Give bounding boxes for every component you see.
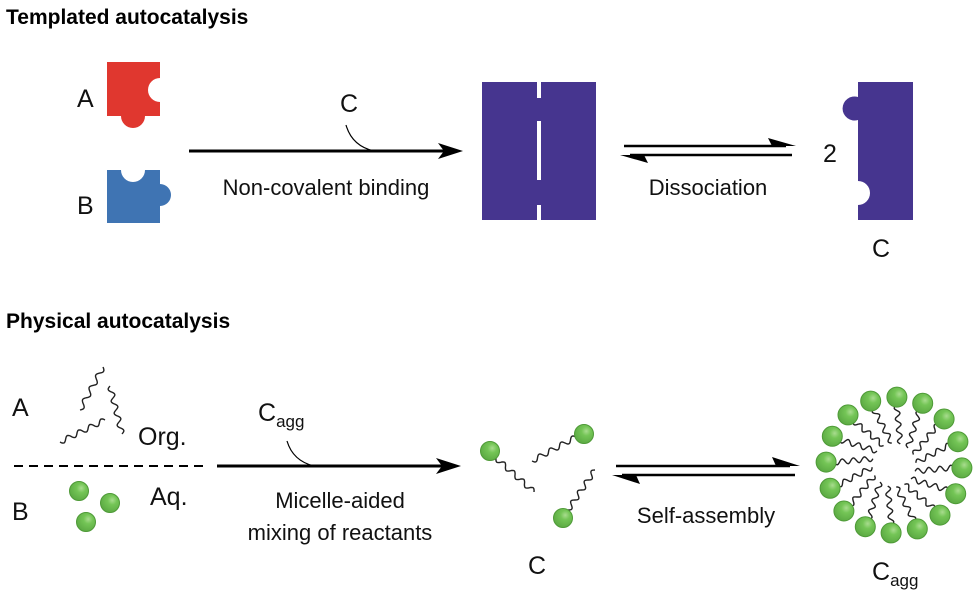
monomer-c-label: C <box>528 552 546 580</box>
micelle-tail-5 <box>915 442 951 463</box>
micelle-head-11 <box>854 516 876 538</box>
micelle-tail-15 <box>838 438 878 454</box>
chain-a3 <box>107 385 125 435</box>
micelle-head-16 <box>837 404 859 426</box>
micelle-head-10 <box>880 522 902 544</box>
self-assembly-label: Self-assembly <box>637 503 775 528</box>
micelle-tail-2 <box>893 404 903 445</box>
micelle-mixing-arrow <box>217 440 461 474</box>
self-assembly-equilibrium-arrows <box>612 457 800 484</box>
templated-title: Templated autocatalysis <box>6 6 248 29</box>
reactant-b-ball-2 <box>100 493 120 513</box>
micelle-head-1 <box>860 390 882 412</box>
micelle-tail-1 <box>871 408 892 444</box>
organic-phase-label: Org. <box>138 423 187 451</box>
puzzle-piece-b-icon <box>107 170 171 223</box>
reactant-a-label: A <box>77 85 94 113</box>
micelle-tail-13 <box>837 467 873 488</box>
micelle-tail-7 <box>910 476 950 492</box>
non-covalent-binding-label: Non-covalent binding <box>223 175 430 200</box>
physical-reactant-a-label: A <box>12 394 29 422</box>
micelle-tail-8 <box>904 483 936 510</box>
puzzle-piece-a-icon <box>107 62 160 128</box>
micelle-tail-12 <box>849 475 876 507</box>
micelle-head-9 <box>906 518 928 540</box>
reactant-b-label: B <box>77 192 94 220</box>
catalyst-c-label: C <box>340 90 358 118</box>
micelle-head-6 <box>951 457 973 479</box>
puzzle-piece-c-icon <box>842 82 913 220</box>
template-complex-icon <box>482 82 596 220</box>
micelle-tail-10 <box>885 485 895 526</box>
physical-title: Physical autocatalysis <box>6 310 230 333</box>
micelle-tail-16 <box>852 420 884 447</box>
micelle-head-15 <box>821 425 843 447</box>
reactant-b-ball-3 <box>76 512 96 532</box>
micelle-tail-6 <box>914 464 955 474</box>
product-coefficient: 2 <box>823 140 837 168</box>
micelle-head-7 <box>945 483 967 505</box>
micelle-head-8 <box>929 504 951 526</box>
chain-a1 <box>59 418 106 444</box>
binding-arrow <box>189 124 463 159</box>
monomer-tail-3 <box>567 469 596 511</box>
reactant-b-headgroups-icon <box>69 481 120 532</box>
monomer-head-3 <box>553 508 573 528</box>
micelle-head-12 <box>833 500 855 522</box>
catalyst-cagg-label: Cagg <box>258 399 304 431</box>
monomer-tail-2 <box>531 435 577 463</box>
product-c-label: C <box>872 235 890 263</box>
micelle-head-5 <box>947 431 969 453</box>
monomer-head-2 <box>574 424 594 444</box>
micelle-head-3 <box>912 392 934 414</box>
micelle-tail-9 <box>896 486 917 522</box>
surfactant-monomers-icon <box>480 424 596 528</box>
monomer-head-1 <box>480 441 500 461</box>
micelle-aided-label-line1: Micelle-aided <box>275 488 405 513</box>
micelle-tail-14 <box>833 456 874 466</box>
monomer-tail-1 <box>495 457 535 493</box>
micelle-tail-3 <box>905 409 921 449</box>
micelle-tail-11 <box>867 481 883 521</box>
micelle-icon <box>815 386 973 544</box>
micelle-aided-label-line2: mixing of reactants <box>248 520 433 545</box>
dissociation-equilibrium-arrows <box>620 138 796 163</box>
micelle-head-2 <box>886 386 908 408</box>
micelle-head-4 <box>933 408 955 430</box>
reactant-b-ball-1 <box>69 481 89 501</box>
aggregate-cagg-label: Cagg <box>872 558 918 590</box>
micelle-tail-4 <box>912 423 939 455</box>
dissociation-label: Dissociation <box>649 175 768 200</box>
micelle-head-14 <box>815 451 837 473</box>
physical-reactant-b-label: B <box>12 498 29 526</box>
chain-a2 <box>79 366 105 411</box>
aqueous-phase-label: Aq. <box>150 483 188 511</box>
micelle-head-13 <box>819 477 841 499</box>
reactant-a-chains-icon <box>59 366 125 444</box>
